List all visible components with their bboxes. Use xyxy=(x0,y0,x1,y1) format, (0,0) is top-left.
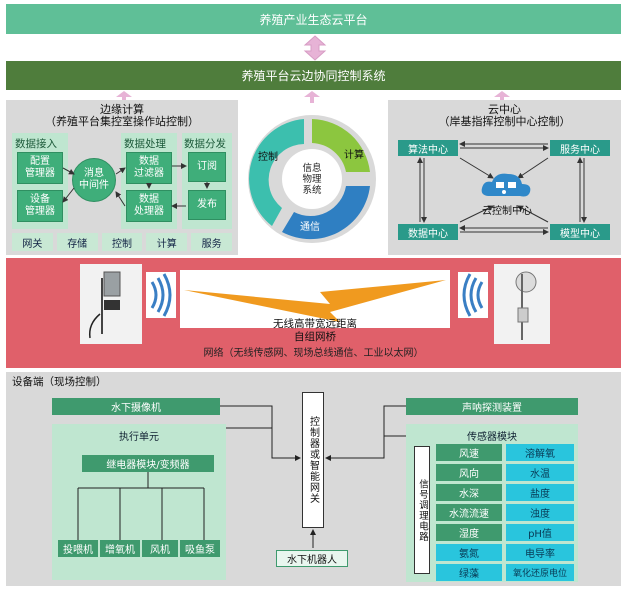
sensor-ph: pH值 xyxy=(506,524,574,541)
model-center-box: 模型中心 xyxy=(550,224,610,240)
cloud-subtitle: （岸基指挥控制中心控制） xyxy=(438,115,571,128)
data-dispatch-label: 数据分发 xyxy=(184,138,226,150)
fan-box: 风机 xyxy=(142,540,178,557)
footer-control: 控制 xyxy=(101,233,143,251)
bridge-label-line1: 无线高带宽远距离 xyxy=(273,318,357,330)
edge-flow-arrows xyxy=(62,163,210,209)
double-arrow-icon xyxy=(116,91,132,103)
sensor-water-depth: 水深 xyxy=(436,484,502,501)
data-filter-box: 数据 过滤器 xyxy=(126,152,172,184)
sensor-wind-speed: 风速 xyxy=(436,444,502,461)
sensor-ammonia: 氨氮 xyxy=(436,544,502,561)
cloud-icon xyxy=(481,173,531,197)
cloud-edge-system-bar: 养殖平台云边协同控制系统 xyxy=(6,61,621,90)
sensor-algae: 绿藻 xyxy=(436,564,502,581)
cps-cycle-diagram xyxy=(248,115,376,243)
device-manager-box: 设备 管理器 xyxy=(17,190,63,222)
sensors-right-column: 溶解氧 水温 盐度 浊度 pH值 电导率 氧化还原电位 xyxy=(506,444,574,581)
footer-storage: 存储 xyxy=(56,233,98,251)
network-label: 网络（无线传感网、现场总线通信、工业以太网） xyxy=(203,348,424,359)
data-access-label: 数据接入 xyxy=(15,138,57,150)
data-processor-box: 数据 处理器 xyxy=(126,190,172,222)
edge-title: 边缘计算 xyxy=(100,103,144,116)
relay-module-box: 继电器模块/变频器 xyxy=(82,455,214,472)
footer-service: 服务 xyxy=(191,233,232,251)
wireless-signal-icon xyxy=(146,272,176,318)
publish-box: 发布 xyxy=(188,190,226,220)
config-manager-box: 配置 管理器 xyxy=(17,152,63,184)
message-middleware-circle: 消息 中间件 xyxy=(72,158,116,202)
comm-segment xyxy=(282,186,370,240)
fish-pump-box: 吸鱼泵 xyxy=(180,540,220,557)
cps-comm-label: 通信 xyxy=(300,222,320,233)
signal-circuit-box xyxy=(414,446,430,574)
sonar-device-box: 声呐探测装置 xyxy=(406,398,578,415)
data-process-label: 数据处理 xyxy=(124,138,166,150)
lightning-bolt-icon xyxy=(180,270,450,328)
subscribe-box: 订阅 xyxy=(188,152,226,182)
sensor-turbidity: 浊度 xyxy=(506,504,574,521)
sensors-left-column: 风速 风向 水深 水流流速 湿度 氨氮 绿藻 xyxy=(436,444,502,581)
footer-gateway: 网关 xyxy=(12,233,53,251)
signal-circuit-label: 信号调理电路 xyxy=(417,478,428,542)
sensor-conductivity: 电导率 xyxy=(506,544,574,561)
sensor-water-temp: 水温 xyxy=(506,464,574,481)
device-title: 设备端（现场控制） xyxy=(12,376,107,388)
sensor-humidity: 湿度 xyxy=(436,524,502,541)
cloud-control-center-label: 云控制中心 xyxy=(482,206,532,217)
cps-control-label: 控制 xyxy=(258,152,278,163)
sensor-wind-direction: 风向 xyxy=(436,464,502,481)
sensor-module-label: 传感器模块 xyxy=(467,432,517,443)
control-segment xyxy=(249,119,304,226)
execution-unit-label: 执行单元 xyxy=(119,432,159,443)
data-center-box: 数据中心 xyxy=(398,224,458,240)
wireless-bridge-device-icon xyxy=(88,271,121,339)
sensor-orp: 氧化还原电位 xyxy=(506,564,574,581)
bridge-label-line2: 自组网桥 xyxy=(294,331,336,343)
compute-segment xyxy=(312,119,370,172)
underwater-camera-box: 水下摄像机 xyxy=(52,398,220,415)
sensor-salinity: 盐度 xyxy=(506,484,574,501)
antenna-mast-icon xyxy=(515,271,537,340)
sensor-dissolved-oxygen: 溶解氧 xyxy=(506,444,574,461)
underwater-robot-box: 水下机器人 xyxy=(276,550,348,567)
relay-branch-lines xyxy=(77,472,205,540)
wireless-signal-icon xyxy=(458,272,488,318)
cps-compute-label: 计算 xyxy=(344,150,364,161)
gateway-connection-arrows xyxy=(220,405,406,548)
double-arrow-icon xyxy=(303,35,327,61)
edge-subtitle: （养殖平台集控室操作站控制） xyxy=(45,115,199,128)
service-center-box: 服务中心 xyxy=(550,140,610,156)
cps-center-label: 信息 物理 系统 xyxy=(302,163,322,196)
controller-gateway-box xyxy=(302,392,324,528)
footer-compute: 计算 xyxy=(146,233,188,251)
industry-platform-bar: 养殖产业生态云平台 xyxy=(6,4,621,34)
edge-footer-row: 网关 存储 控制 计算 服务 xyxy=(12,233,232,251)
double-arrow-icon xyxy=(304,91,320,103)
cloud-title: 云中心 xyxy=(488,103,521,116)
feeder-box: 投喂机 xyxy=(58,540,98,557)
controller-gateway-label: 控制器或智能网关 xyxy=(307,416,319,504)
double-arrow-icon xyxy=(494,91,510,103)
sensor-flow-velocity: 水流流速 xyxy=(436,504,502,521)
cloud-link-arrows xyxy=(417,141,587,235)
aerator-box: 增氧机 xyxy=(100,540,140,557)
algorithm-center-box: 算法中心 xyxy=(398,140,458,156)
